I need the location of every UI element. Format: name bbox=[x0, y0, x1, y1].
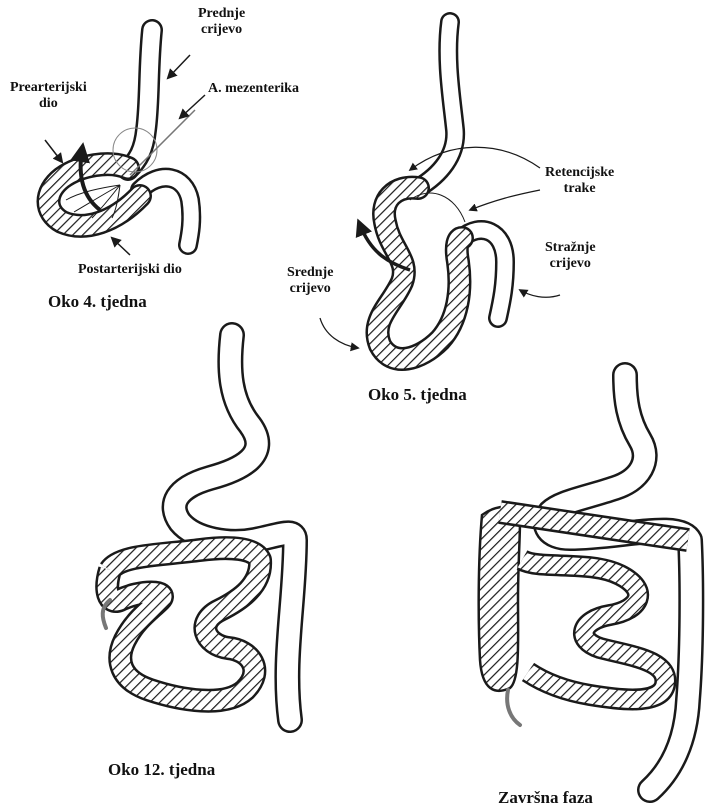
pointer-midgut bbox=[320, 318, 358, 348]
label-midgut: Srednje crijevo bbox=[287, 265, 333, 297]
panel-week5-drawing bbox=[320, 22, 560, 359]
retention-band-upper bbox=[410, 147, 540, 170]
label-postarterial: Postarterijski dio bbox=[78, 262, 182, 278]
foregut-tube bbox=[128, 30, 152, 170]
stomach-tube-w12 bbox=[175, 335, 295, 720]
midgut-loop bbox=[49, 164, 141, 226]
panel-week4-drawing bbox=[45, 30, 205, 255]
small-intestine-final bbox=[522, 560, 665, 699]
ascending-colon-final bbox=[479, 507, 520, 691]
caption-week4: Oko 4. tjedna bbox=[48, 292, 147, 312]
small-intestine-w12 bbox=[107, 548, 260, 701]
foregut-tube-w5 bbox=[418, 22, 455, 188]
label-retention-bands: Retencijske trake bbox=[545, 165, 614, 197]
label-foregut: Prednje crijevo bbox=[198, 6, 245, 38]
panel-final-drawing bbox=[479, 375, 692, 790]
pointer-foregut bbox=[168, 55, 190, 78]
caption-final: Završna faza bbox=[498, 788, 593, 808]
pointer-postarterial bbox=[112, 238, 130, 255]
pointer-artery bbox=[180, 95, 205, 118]
appendix-final bbox=[507, 690, 520, 725]
caption-week5: Oko 5. tjedna bbox=[368, 385, 467, 405]
pointer-prearterial bbox=[45, 140, 62, 162]
label-prearterial: Prearterijski dio bbox=[10, 80, 87, 112]
transverse-colon-final bbox=[500, 512, 688, 540]
caption-week12: Oko 12. tjedna bbox=[108, 760, 215, 780]
pointer-hindgut bbox=[520, 290, 560, 297]
midgut-loop-w5 bbox=[377, 188, 462, 359]
retention-band-lower bbox=[470, 190, 540, 210]
label-mesenteric-artery: A. mezenterika bbox=[208, 81, 299, 97]
label-hindgut: Stražnje crijevo bbox=[545, 240, 596, 272]
panel-week12-drawing bbox=[103, 335, 295, 720]
